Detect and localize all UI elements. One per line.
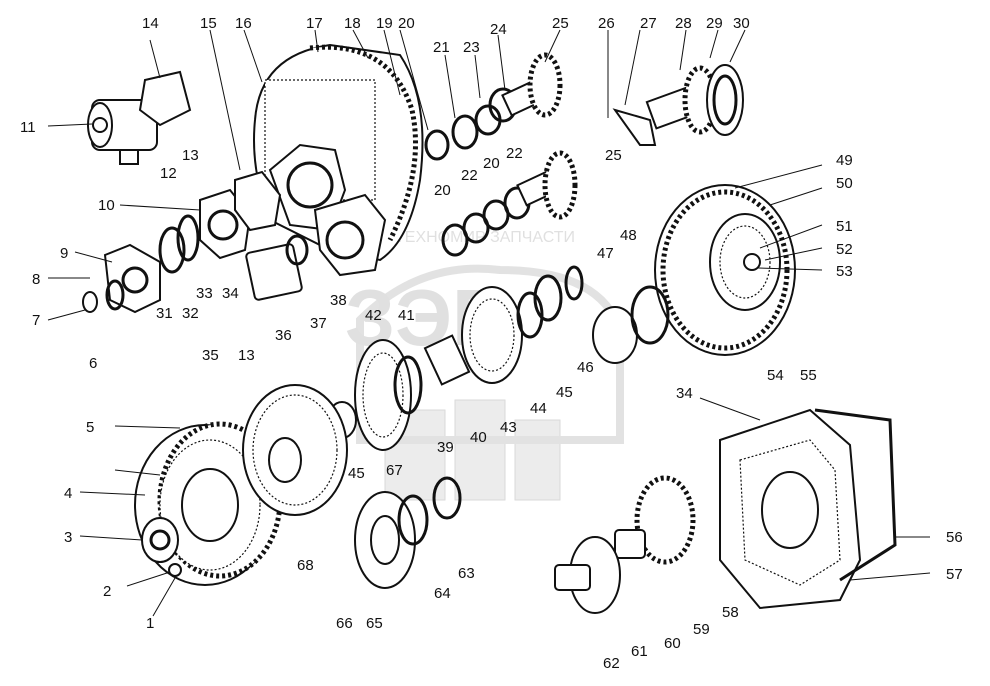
callout-59: 59 [693,621,710,638]
callout-67: 67 [386,462,403,479]
hydraulic-pump [87,70,192,165]
callout-68: 68 [297,557,314,574]
lower-middle-parts [354,476,462,589]
callout-27: 27 [640,15,657,32]
callout-32: 32 [182,305,199,322]
callout-36: 36 [275,327,292,344]
callout-25b: 25 [605,147,622,164]
callout-28: 28 [675,15,692,32]
callout-1: 1 [146,615,154,632]
callout-50: 50 [836,175,853,192]
callout-8: 8 [32,271,40,288]
callout-65: 65 [366,615,383,632]
callout-51: 51 [836,218,853,235]
callout-52: 52 [836,241,853,258]
callout-20a: 20 [398,15,415,32]
callout-39: 39 [437,439,454,456]
callout-14: 14 [142,15,159,32]
callout-34a: 34 [222,285,239,302]
callout-33: 33 [196,285,213,302]
main-housing [253,43,424,277]
callout-29: 29 [706,15,723,32]
callout-45a: 45 [556,384,573,401]
callout-20b: 20 [483,155,500,172]
callout-49: 49 [836,152,853,169]
callout-37: 37 [310,315,327,332]
callout-12: 12 [160,165,177,182]
callout-22b: 22 [461,167,478,184]
right-output-shaft [612,64,744,146]
callout-60: 60 [664,635,681,652]
callout-4: 4 [64,485,72,502]
callout-46: 46 [577,359,594,376]
callout-3: 3 [64,529,72,546]
callout-55: 55 [800,367,817,384]
upper-shaft-assembly [424,52,578,257]
callout-31: 31 [156,305,173,322]
callout-labels: 1 2 3 4 5 6 7 8 9 10 11 12 13 13 14 15 1… [20,15,963,672]
callout-35: 35 [202,347,219,364]
callout-19: 19 [376,15,393,32]
callout-45b: 45 [348,465,365,482]
callout-64: 64 [434,585,451,602]
callout-42: 42 [365,307,382,324]
callout-21: 21 [433,39,450,56]
torque-converter [654,184,796,356]
callout-41: 41 [398,307,415,324]
callout-10: 10 [98,197,115,214]
callout-15: 15 [200,15,217,32]
front-cover-assembly [134,384,348,586]
callout-13a: 13 [182,147,199,164]
callout-48: 48 [620,227,637,244]
callout-57: 57 [946,566,963,583]
callout-62: 62 [603,655,620,672]
callout-26: 26 [598,15,615,32]
callout-43: 43 [500,419,517,436]
callout-34b: 34 [676,385,693,402]
callout-6: 6 [89,355,97,372]
callout-9: 9 [60,245,68,262]
callout-56: 56 [946,529,963,546]
callout-24: 24 [490,21,507,38]
callout-58: 58 [722,604,739,621]
callout-53: 53 [836,263,853,280]
callout-2: 2 [103,583,111,600]
callout-25a: 25 [552,15,569,32]
callout-54: 54 [767,367,784,384]
callout-38: 38 [330,292,347,309]
callout-5: 5 [86,419,94,436]
callout-63: 63 [458,565,475,582]
callout-40: 40 [470,429,487,446]
callout-18: 18 [344,15,361,32]
rear-housing-assembly [554,408,897,614]
callout-47: 47 [597,245,614,262]
callout-11: 11 [20,119,36,136]
callout-7: 7 [32,312,40,329]
flange-assemblies [82,170,309,314]
callout-61: 61 [631,643,648,660]
callout-22a: 22 [506,145,523,162]
callout-20c: 20 [434,182,451,199]
middle-clutch-assembly [327,265,670,451]
leader-lines [47,29,931,617]
callout-23: 23 [463,39,480,56]
callout-30: 30 [733,15,750,32]
callout-13b: 13 [238,347,255,364]
callout-16: 16 [235,15,252,32]
callout-66: 66 [336,615,353,632]
callout-17: 17 [306,15,323,32]
callout-44: 44 [530,400,547,417]
